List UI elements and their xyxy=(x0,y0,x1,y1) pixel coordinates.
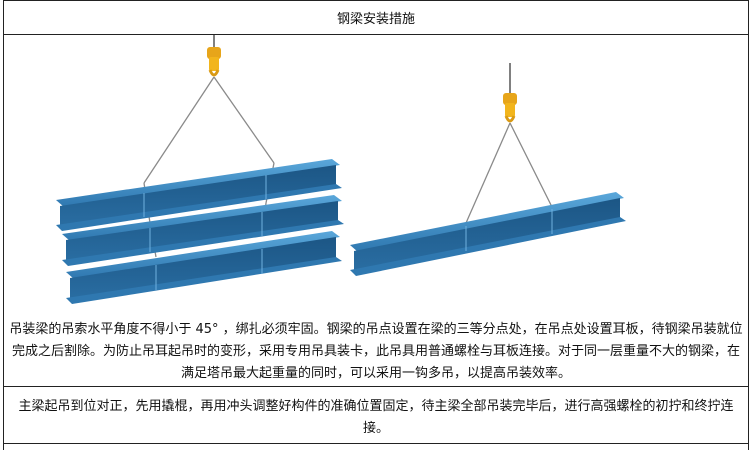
document-table: 钢梁安装措施 xyxy=(3,0,749,450)
steel-beam-1 xyxy=(56,159,342,231)
paragraph-alignment-bolting: 主梁起吊到位对正，先用撬棍，再用冲头调整好构件的准确位置固定，待主梁全部吊装完毕… xyxy=(4,396,748,444)
steel-beam-2 xyxy=(62,195,344,266)
paragraph-lifting-method: 吊装梁的吊索水平角度不得小于 45° ，绑扎必须牢固。钢梁的吊点设置在梁的三等分… xyxy=(4,319,748,387)
right-lifting-cables xyxy=(465,122,553,224)
left-crane-hook-icon xyxy=(207,35,221,77)
steel-beam-3 xyxy=(66,231,342,304)
page-title: 钢梁安装措施 xyxy=(4,0,748,35)
right-crane-hook-icon xyxy=(503,63,517,123)
steel-beam-single xyxy=(350,192,626,276)
beam-lifting-illustration xyxy=(56,35,626,304)
